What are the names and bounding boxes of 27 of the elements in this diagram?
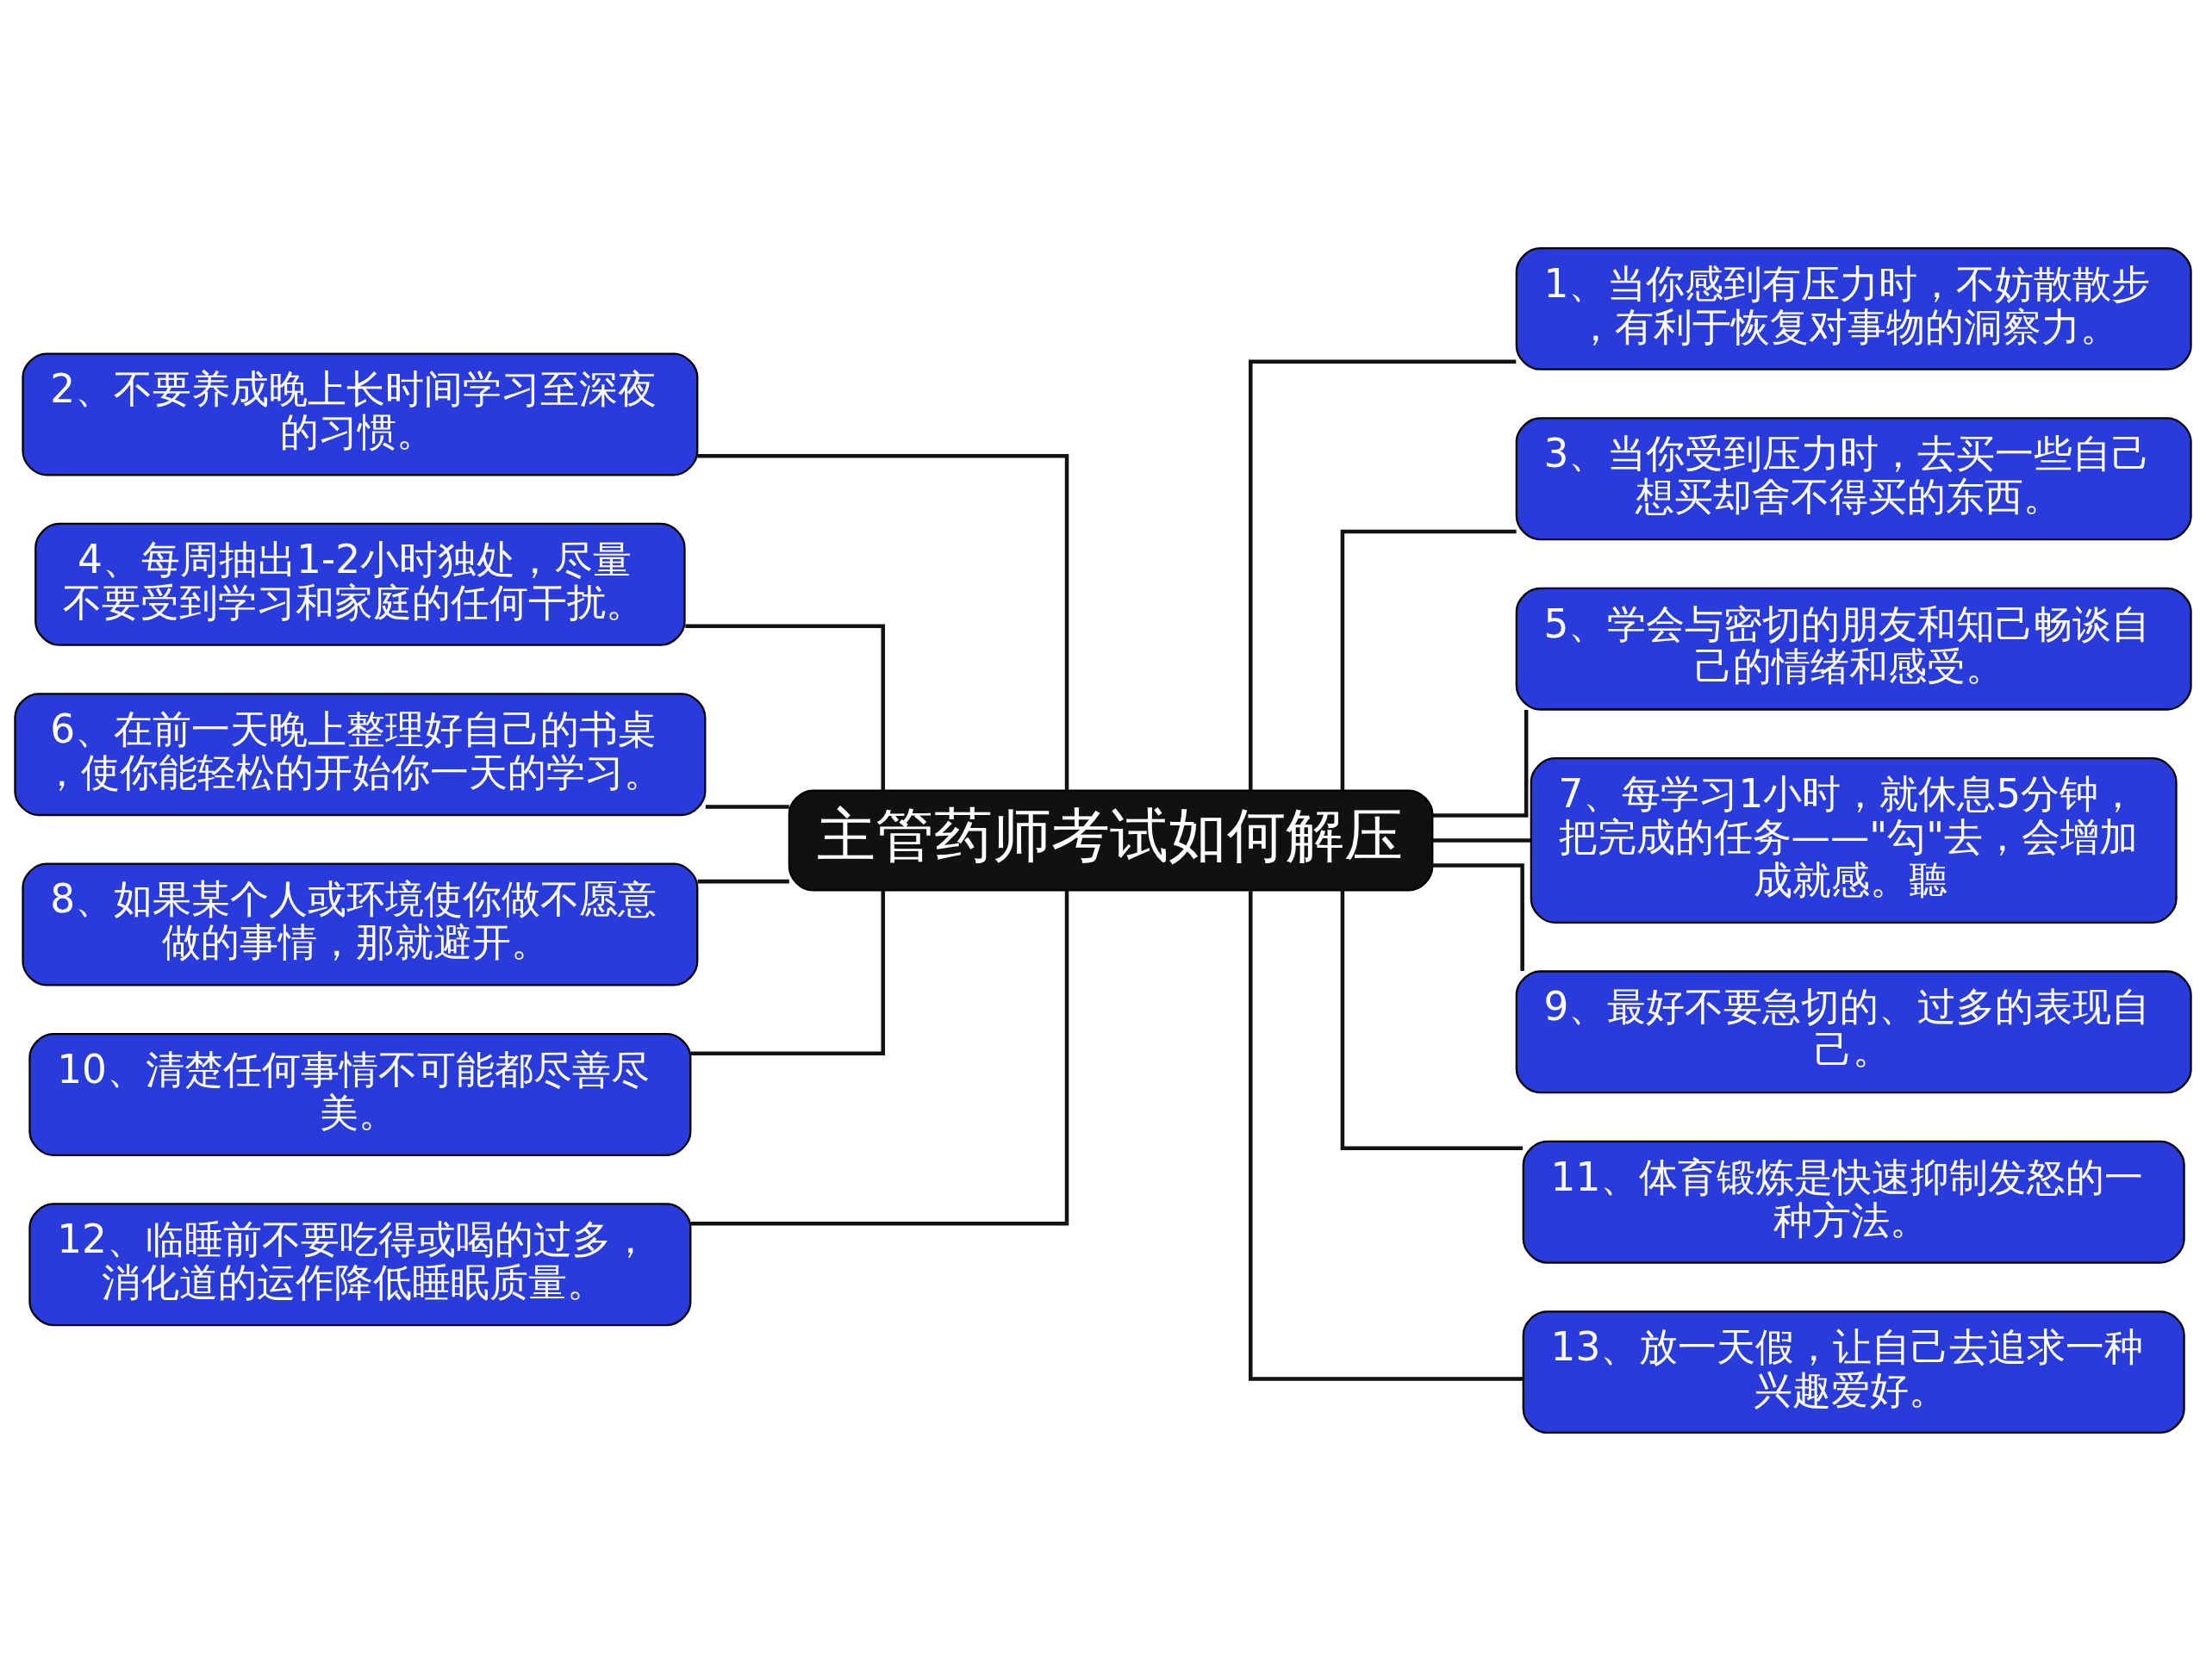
node-box: 2、不要养成晚上长时间学习至深夜的习惯。	[22, 352, 699, 476]
node-box: 7、每学习1小时，就休息5分钟，把完成的任务——"勾"去，会增加成就感。聽	[1530, 756, 2178, 924]
connector	[1249, 890, 1524, 1381]
node-box: 5、学会与密切的朋友和知己畅谈自己的情绪和感受。	[1515, 587, 2192, 711]
connector	[697, 879, 789, 883]
node-box: 11、体育锻炼是快速抑制发怒的一种方法。	[1522, 1140, 2185, 1264]
node-box: 10、清楚任何事情不可能都尽善尽美。	[28, 1032, 692, 1156]
node-box: 13、放一天假，让自己去追求一种兴趣爱好。	[1522, 1310, 2185, 1434]
connector	[685, 623, 886, 790]
node-box: 12、临睡前不要吃得或喝的过多，消化道的运作降低睡眠质量。	[28, 1202, 692, 1326]
connector	[1340, 890, 1524, 1150]
node-box: 主管药师考试如何解压	[788, 789, 1434, 891]
connector	[697, 453, 1069, 790]
node-box: 8、如果某个人或环境使你做不愿意做的事情，那就避开。	[22, 862, 699, 986]
node-box: 9、最好不要急切的、过多的表现自己。	[1515, 969, 2192, 1093]
connector	[1432, 837, 1531, 843]
connector	[1432, 709, 1529, 818]
node-box: 1、当你感到有压力时，不妨散散步，有利于恢复对事物的洞察力。	[1515, 246, 2192, 370]
connector	[1432, 862, 1524, 971]
connector	[690, 890, 1069, 1225]
node-box: 4、每周抽出1-2小时独处，尽量不要受到学习和家庭的任何干扰。	[34, 522, 686, 646]
connector	[690, 890, 886, 1055]
node-box: 3、当你受到压力时，去买一些自己想买却舍不得买的东西。	[1515, 416, 2192, 540]
connector	[1340, 529, 1517, 790]
connector	[705, 804, 789, 809]
connector	[1249, 358, 1517, 790]
node-box: 6、在前一天晚上整理好自己的书桌，使你能轻松的开始你一天的学习。	[14, 692, 707, 816]
